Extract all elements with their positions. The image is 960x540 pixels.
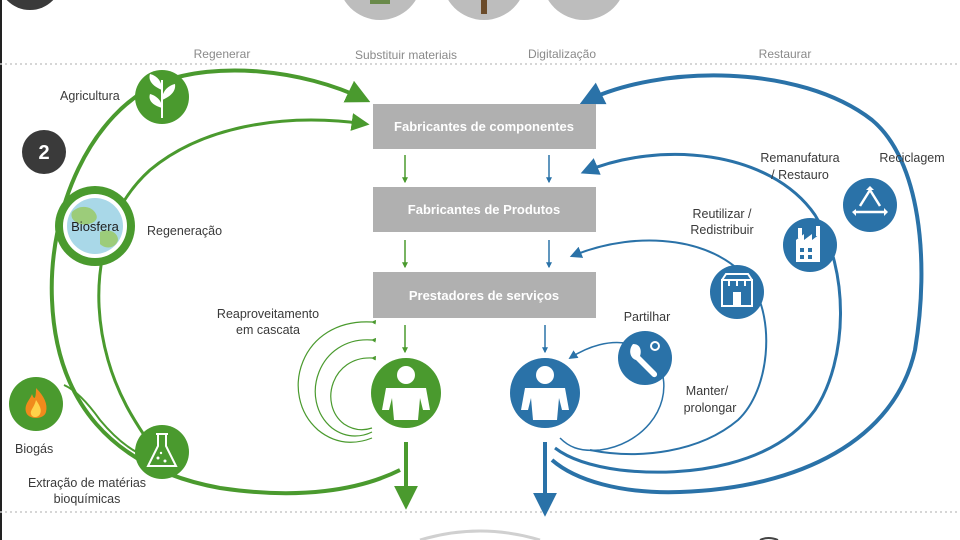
- label-regeneracao: Regeneração: [147, 224, 222, 238]
- green-inner-loop: [97, 113, 370, 452]
- cascade-arcs: [297, 319, 377, 443]
- box-fabricantes-produtos: Fabricantes de Produtos: [373, 187, 596, 232]
- flask-icon: [135, 425, 189, 479]
- fire-icon: [9, 377, 63, 431]
- label-prolongar: prolongar: [684, 401, 737, 415]
- label-bioquimicas: bioquímicas: [54, 492, 121, 506]
- svg-text:Prestadores de serviços: Prestadores de serviços: [409, 288, 559, 303]
- label-biogas: Biogás: [15, 442, 53, 456]
- green-outer-loop: [49, 68, 401, 496]
- box-fabricantes-componentes: Fabricantes de componentes: [373, 104, 596, 149]
- blue-loop-manter: [559, 341, 665, 452]
- label-reutilizar: Reutilizar /: [692, 207, 752, 221]
- bottom-next-section: [419, 529, 779, 540]
- label-manter: Manter/: [686, 384, 729, 398]
- label-partilhar: Partilhar: [624, 310, 671, 324]
- wrench-icon: [618, 331, 672, 385]
- header-digitalizacao: Digitalização: [528, 47, 596, 61]
- section-number-badge: 2: [22, 130, 66, 174]
- label-restauro: / Restauro: [771, 168, 829, 182]
- shop-icon: [710, 265, 764, 319]
- green-person-icon: [371, 358, 441, 428]
- factory-icon: [783, 218, 837, 272]
- label-extracao: Extração de matérias: [28, 476, 146, 490]
- label-em-cascata: em cascata: [236, 323, 300, 337]
- recycle-icon: [843, 178, 897, 232]
- globe-icon: [55, 186, 135, 266]
- svg-text:2: 2: [38, 142, 49, 164]
- biosfera-label: Biosfera: [71, 219, 119, 234]
- label-reciclagem: Reciclagem: [879, 151, 944, 165]
- label-redistribuir: Redistribuir: [690, 223, 753, 237]
- label-remanufatura: Remanufatura: [760, 151, 839, 165]
- blue-loop-remanufatura: [554, 152, 842, 474]
- blue-loop-reutilizar: [569, 239, 768, 455]
- label-reaproveitamento: Reaproveitamento: [217, 307, 319, 321]
- flow-arrows-blue: [542, 155, 552, 354]
- header-regenerar: Regenerar: [194, 47, 251, 61]
- top-previous-section: [6, 0, 620, 20]
- blue-outer-loop: [550, 73, 924, 495]
- blue-person-icon: [510, 358, 580, 428]
- box-prestadores-servicos: Prestadores de serviços: [373, 272, 596, 318]
- plant-icon: [135, 70, 189, 124]
- header-substituir-materiais: Substituir materiais: [355, 48, 457, 62]
- svg-text:Fabricantes de Produtos: Fabricantes de Produtos: [408, 202, 560, 217]
- label-agricultura: Agricultura: [60, 89, 120, 103]
- svg-text:Fabricantes de componentes: Fabricantes de componentes: [394, 119, 574, 134]
- header-restaurar: Restaurar: [759, 47, 812, 61]
